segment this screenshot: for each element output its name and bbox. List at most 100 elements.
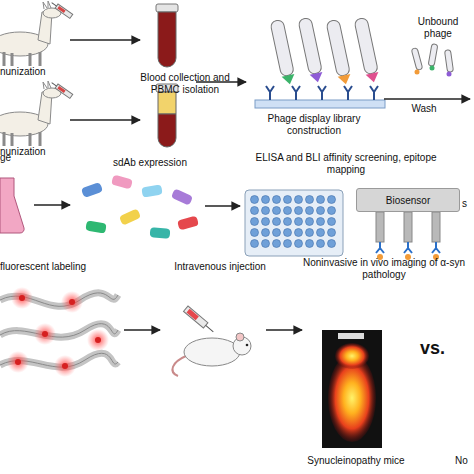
phage-display-plate-part [255,100,385,108]
flow-arrow-part [384,98,470,100]
fibril-illustration-part [42,331,48,337]
fibril-illustration [0,287,118,377]
phage-particle-part [298,17,322,74]
syringe-icon-part [57,86,65,93]
step-label: ELISA and BLI affinity screening, epitop… [254,152,438,175]
step-label: Blood collection and PBMC isolation [128,72,242,95]
phage-particle [354,17,380,83]
fibril-illustration-part [11,287,33,309]
mouse-illustration-part [246,344,249,347]
sdab-fragments-part [177,216,199,231]
flow-arrow-part [70,39,140,41]
syringe-icon-part [52,3,57,6]
blood-tube-part [158,12,176,67]
in-vivo-image-part [322,330,382,448]
biosensor-box: Biosensor [356,188,460,212]
fibril-illustration-part [15,359,21,365]
sensor-tips-part [376,242,440,253]
llama-illustration-part [4,52,40,66]
step-label: vs. [420,338,464,359]
phage-particle-part [354,17,378,74]
phage-particle-part [270,19,294,76]
unbound-phage-part [430,66,435,71]
llama-illustration-part [4,132,40,146]
syringe-icon-part [57,6,65,13]
phage-particle-part [326,19,350,76]
elisa-plate-part [249,194,337,249]
step-label: fluorescent labeling [0,261,112,273]
phage-particle-part [282,74,297,86]
flow-arrow-part [266,329,302,331]
phage-particle-part [310,72,325,84]
flow-arrow-part [124,329,160,331]
blood-tube-part [156,4,178,12]
flow-arrow [34,40,470,330]
unbound-phage-part [411,48,422,71]
syringe-icon-part [55,84,73,98]
sdab-fragments-part [150,227,171,239]
flow-arrow-part [205,205,240,207]
sensor-tips-part [404,212,412,242]
culture-flask [0,178,24,233]
sensor-tips-part [376,212,384,242]
step-label: nunization [0,66,60,78]
fibril-illustration-part [87,329,109,351]
step-label: Noninvasive in vivo imaging of α-syn pat… [298,257,470,280]
mouse-illustration-part [172,356,186,376]
in-vivo-image-part [338,333,364,339]
sdab-fragments-part [171,188,193,206]
fibril-illustration-part [7,351,29,373]
syringe-icon [50,1,73,19]
phage-particle [270,19,296,85]
syringe-icon-part [186,309,198,321]
syringe-icon-part [55,4,73,18]
fibril-illustration-part [95,337,101,343]
box-label: Biosensor [386,195,430,206]
syringe-icon-part [52,83,57,86]
sdab-fragments-part [85,220,106,233]
step-label: Unbound phage [412,16,464,39]
flow-arrow-part [34,204,70,206]
step-label: Intravenous injection [162,261,278,273]
phage-particle-part [366,72,381,84]
unbound-phage-part [447,72,452,77]
fibril-illustration-part [34,323,56,345]
unbound-phage-part [444,50,453,73]
sdab-fragments-part [141,184,162,197]
fibril-illustration-part [69,299,75,305]
sdab-fragments [81,175,199,239]
in-vivo-image [322,330,382,448]
llama-illustration-part [43,81,51,89]
sensor-tips [376,212,440,260]
culture-flask-part [0,178,24,233]
phage-particle [326,19,352,85]
mouse-illustration [172,333,251,376]
unbound-phage-part [415,70,420,75]
unbound-phage-part [428,44,438,67]
mouse-illustration-part [236,333,244,341]
unbound-phage [411,44,453,77]
blood-tube-part [158,92,176,114]
blood-tube-part [158,114,176,147]
in-vivo-image-part [335,343,369,369]
sdab-fragments-part [81,182,103,198]
blood-tube [156,4,178,67]
step-label: No [455,455,474,467]
phage-display-plate-part [266,86,378,100]
syringe-icon-part [184,306,208,328]
step-label: ge [0,152,24,164]
syringe-icon [50,81,73,99]
step-label: sdAb expression [98,157,202,169]
phage-particle-part [338,74,353,86]
llama-illustration [0,1,61,66]
elisa-plate [245,190,343,256]
mouse-illustration-part [184,338,240,366]
phage-display-plate [255,86,385,108]
sensor-tips-part [432,212,440,242]
step-label: Phage display library construction [252,113,376,136]
step-label: s [462,198,474,210]
syringe-icon-part [206,325,214,331]
phage-particle [298,17,324,83]
